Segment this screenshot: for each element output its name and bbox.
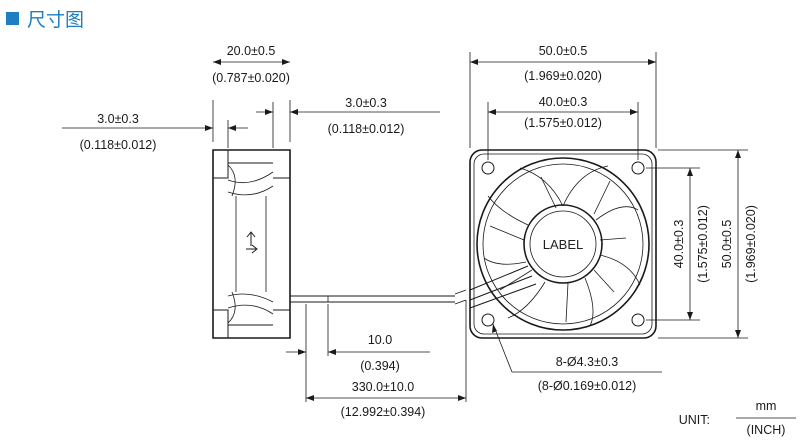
lead-strip-text: 10.0 — [368, 333, 392, 347]
outer-height-text: 50.0±0.5 — [720, 220, 734, 269]
outer-width-inch-text: (1.969±0.020) — [524, 69, 602, 83]
hole-vertical-dimension: 40.0±0.3 (1.575±0.012) — [646, 167, 710, 321]
left-dim-inch-text: (0.118±0.012) — [80, 138, 157, 152]
header-square-icon — [6, 12, 19, 25]
lead-length-inch-text: (12.992±0.394) — [341, 405, 426, 419]
hub-label: LABEL — [543, 237, 583, 252]
hole-spacing-dimension: 40.0±0.3 (1.575±0.012) — [487, 95, 639, 160]
airflow-arrow-icon — [246, 231, 258, 254]
outer-width-dimension: 50.0±0.5 (1.969±0.020) — [469, 44, 657, 148]
left-dim-text: 3.0±0.3 — [97, 112, 139, 126]
side-view — [212, 149, 467, 339]
right-dim-inch-text: (0.118±0.012) — [328, 122, 405, 136]
unit-inch: (INCH) — [747, 423, 786, 437]
fan-blades — [483, 165, 641, 327]
hole-vertical-inch-text: (1.575±0.012) — [696, 205, 710, 283]
left-flange-dimension: 3.0±0.3 (0.118±0.012) — [62, 112, 248, 152]
unit-mm: mm — [756, 399, 777, 413]
depth-dim-text: 20.0±0.5 — [227, 44, 276, 58]
front-view: LABEL — [469, 149, 657, 339]
holes-inch-text: (8-Ø0.169±0.012) — [538, 379, 637, 393]
page-header: 尺寸图 — [6, 9, 84, 31]
page-title: 尺寸图 — [27, 9, 84, 31]
outer-width-text: 50.0±0.5 — [539, 44, 588, 58]
depth-dim-inch-text: (0.787±0.020) — [212, 71, 290, 85]
holes-text: 8-Ø4.3±0.3 — [556, 355, 618, 369]
right-flange-dimension: 3.0±0.3 (0.118±0.012) — [256, 96, 440, 148]
unit-label: UNIT: — [679, 413, 710, 427]
lead-length-dimension: 330.0±10.0 (12.992±0.394) — [306, 300, 467, 419]
lead-strip-inch-text: (0.394) — [360, 359, 400, 373]
unit-legend: UNIT: mm (INCH) — [679, 399, 796, 437]
hole-spacing-text: 40.0±0.3 — [539, 95, 588, 109]
hole-spacing-inch-text: (1.575±0.012) — [524, 116, 602, 130]
holes-callout: 8-Ø4.3±0.3 (8-Ø0.169±0.012) — [492, 323, 662, 393]
hole-vertical-text: 40.0±0.3 — [672, 220, 686, 269]
outer-height-dimension: 50.0±0.5 (1.969±0.020) — [658, 149, 758, 339]
depth-dimension: 20.0±0.5 (0.787±0.020) — [212, 44, 291, 142]
lead-length-text: 330.0±10.0 — [352, 380, 415, 394]
lead-strip-dimension: 10.0 (0.394) — [286, 304, 430, 402]
outer-height-inch-text: (1.969±0.020) — [744, 205, 758, 283]
mounting-holes — [481, 161, 645, 327]
right-dim-text: 3.0±0.3 — [345, 96, 387, 110]
